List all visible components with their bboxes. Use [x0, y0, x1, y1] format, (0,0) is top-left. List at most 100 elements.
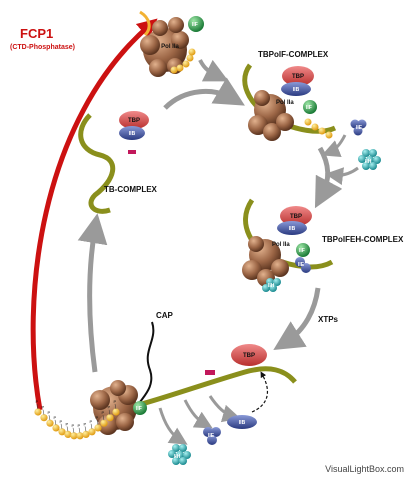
ctd-bead	[34, 408, 42, 416]
arrow-tbpolf-to-tbpolfeh	[314, 146, 343, 209]
tbpolf-iif-label: IIF	[306, 105, 312, 111]
iif-bottom-label: IIF	[136, 406, 142, 412]
free-iih: IIH	[358, 149, 381, 170]
pol2a-top-label: Pol IIa	[161, 44, 179, 50]
released-iie-label: IIE	[208, 433, 215, 439]
arrow-release-iib	[208, 395, 241, 423]
phospho-label: P	[84, 421, 87, 426]
phospho-label: P	[66, 421, 69, 426]
elongation-dna	[119, 366, 297, 413]
phospho-bond	[54, 419, 57, 425]
iif-top	[188, 16, 204, 32]
arrow-up-to-tb	[77, 213, 108, 373]
released-iih-label: IIH	[174, 454, 181, 460]
arrow-iie-in	[321, 134, 347, 158]
phospho-bond	[102, 415, 105, 421]
phospho-label: P	[108, 405, 111, 410]
fcp1-title: FCP1	[20, 26, 53, 41]
tbpolf-tbp-label: TBP	[292, 74, 304, 80]
ctd-bead	[58, 428, 66, 436]
phospho-bond	[96, 419, 99, 425]
cap-rna	[139, 321, 155, 403]
ctd-bead	[46, 419, 54, 427]
tbpolfeh-iif-label: IIF	[299, 248, 305, 254]
tbpolf-ctd	[304, 118, 333, 139]
tbpolf-label: TBPolF-COMPLEX	[258, 50, 329, 59]
phospho-label: P	[78, 423, 81, 428]
credit-text: VisualLightBox.com	[325, 464, 404, 474]
ctd-bead	[82, 430, 90, 438]
pol2a-top: IIF Pol IIa	[139, 10, 204, 77]
phospho-bond	[48, 415, 51, 421]
free-iie-label: IIE	[356, 125, 363, 131]
phospho-label: P	[48, 410, 51, 415]
phospho-label: P	[42, 405, 45, 410]
tbpolfeh-label: TBPolFEH-COMPLEX	[322, 235, 404, 244]
arrow-iib-recycle	[251, 371, 269, 413]
tbpolfeh-complex: TBP IIB IIF IIE Pol IIa IIH TBPolFEH-COM…	[242, 198, 404, 292]
released-iib: IIB	[227, 415, 257, 429]
ctd-bead	[40, 414, 48, 422]
phospho-label: P	[96, 415, 99, 420]
released-iib-label: IIB	[239, 420, 246, 426]
tbpolfeh-tbp-label: TBP	[290, 214, 302, 220]
arrow-tb-to-tbpolf	[163, 77, 245, 110]
ctd-bead	[88, 428, 96, 436]
arrow-polii-to-tbpolf	[198, 59, 229, 82]
cap-label: CAP	[156, 311, 174, 320]
ctd-bead	[112, 408, 120, 416]
ctd-bead	[70, 432, 78, 440]
arrow-xtps	[273, 287, 321, 351]
tb-dna	[78, 113, 116, 214]
phospho-label: P	[114, 399, 117, 404]
phospho-bond	[90, 423, 93, 429]
iif-bottom	[133, 401, 147, 415]
tbpolfeh-iib-label: IIB	[289, 226, 296, 232]
phospho-bond	[36, 403, 39, 410]
tb-inr-mark	[128, 150, 136, 154]
phospho-label: P	[36, 399, 39, 404]
ctd-bead	[100, 419, 108, 427]
tb-complex: TBP IIB TB-COMPLEX	[78, 111, 158, 214]
ctd-bead	[64, 430, 72, 438]
free-iie: IIE	[350, 119, 367, 136]
phospho-bond	[84, 426, 87, 432]
tbpolf-iib-label: IIB	[293, 87, 300, 93]
phospho-bond	[114, 403, 117, 410]
phospho-label: P	[54, 415, 57, 420]
released-iih: IIH	[168, 444, 191, 465]
tb-iib-label: IIB	[129, 131, 136, 137]
tb-label: TB-COMPLEX	[104, 185, 158, 194]
phospho-label: P	[60, 419, 63, 424]
arrow-release-iih	[158, 407, 188, 445]
elong-tbp-label: TBP	[243, 353, 255, 359]
fcp1-arrow	[30, 18, 158, 411]
phospho-bond	[72, 427, 75, 433]
released-iie: IIE	[203, 427, 221, 445]
ctd-bead	[106, 414, 114, 422]
phospho-label: P	[102, 410, 105, 415]
phospho-bond	[108, 409, 111, 415]
phospho-bond	[66, 426, 69, 432]
ctd-bead	[94, 424, 102, 432]
xtps-label: XTPs	[318, 315, 339, 324]
ctd-bead	[76, 432, 84, 440]
phospho-bond	[42, 409, 45, 415]
free-iih-label: IIH	[365, 159, 372, 165]
tbpolf-complex: TBP IIB IIF Pol IIa TBPolF-COMPLEX	[242, 50, 337, 141]
tb-tbp-label: TBP	[128, 118, 140, 124]
ctd-bead	[52, 424, 60, 432]
phospho-label: P	[72, 423, 75, 428]
phospho-bond	[60, 423, 63, 429]
iif-top-label: IIF	[192, 22, 198, 28]
arrow-release-iie	[183, 399, 213, 429]
tbpolfeh-pol-label: Pol IIa	[272, 242, 290, 248]
phospho-label: P	[90, 419, 93, 424]
tbpolfeh-iih: IIH	[262, 278, 281, 292]
inr-mark	[205, 370, 215, 375]
fcp1-subtitle: (CTD-Phosphatase)	[10, 44, 75, 51]
arrow-iih-in	[325, 166, 359, 186]
